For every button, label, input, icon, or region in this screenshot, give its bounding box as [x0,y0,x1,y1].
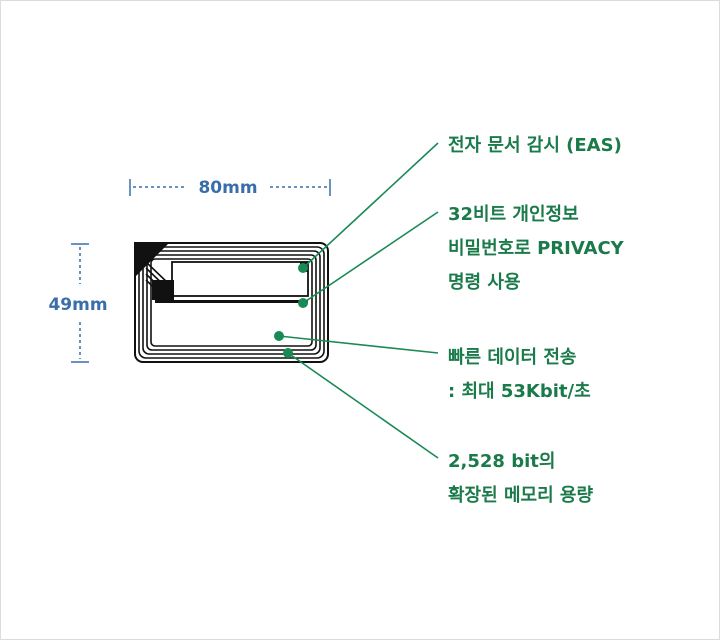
callout-memory-line-2: 확장된 메모리 용량 [448,485,593,506]
callout-memory-line-1: 2,528 bit의 [448,451,555,472]
height-dimension: 49mm [48,243,108,363]
callout-transfer-line-1: 빠른 데이터 전송 [448,347,576,368]
callout-dot-memory [283,348,293,358]
callout-privacy-line-1: 32비트 개인정보 [448,204,579,225]
height-label: 49mm [48,295,107,315]
rfid-tag [134,242,329,363]
width-label: 80mm [198,178,257,198]
callout-dot-transfer [274,331,284,341]
callout-dot-privacy [298,298,308,308]
callout-dot-eas [298,263,308,273]
width-dimension: 80mm [129,178,331,198]
callout-leaders [278,142,439,459]
callout-privacy-line-3: 명령 사용 [448,272,521,293]
callout-privacy-line-2: 비밀번호로 PRIVACY [448,238,625,259]
callout-anchor-dots [274,263,308,358]
callout-eas-line-1: 전자 문서 감시 (EAS) [448,135,622,156]
callout-transfer-line-2: : 최대 53Kbit/초 [448,381,591,402]
callout-texts: 전자 문서 감시 (EAS) 32비트 개인정보 비밀번호로 PRIVACY 명… [448,135,625,506]
